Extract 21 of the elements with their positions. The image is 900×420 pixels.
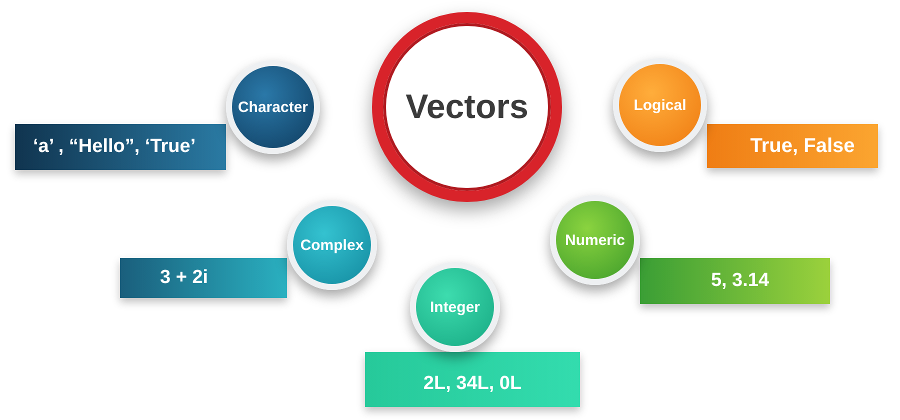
category-label: Complex	[300, 236, 364, 254]
category-label: Character	[238, 98, 308, 116]
category-circle	[287, 200, 377, 290]
category-circle	[613, 58, 707, 152]
value-text: ‘a’ , “Hello”, ‘True’	[33, 136, 196, 158]
value-banner	[707, 124, 878, 168]
category-circle	[226, 60, 320, 154]
value-banner	[15, 124, 226, 170]
category-circle	[550, 195, 640, 285]
value-text: 3 + 2i	[160, 267, 208, 289]
value-text: 2L, 34L, 0L	[423, 372, 522, 394]
value-banner	[640, 258, 830, 304]
category-label: Numeric	[564, 232, 626, 248]
category-label: Integer	[430, 298, 480, 316]
value-banner	[120, 258, 287, 298]
title-text: Vectors	[406, 88, 528, 126]
value-text: True, False	[750, 134, 855, 158]
value-banner	[365, 352, 580, 407]
category-label: Logical	[634, 96, 686, 114]
category-circle	[410, 262, 500, 352]
value-text: 5, 3.14	[710, 270, 770, 292]
